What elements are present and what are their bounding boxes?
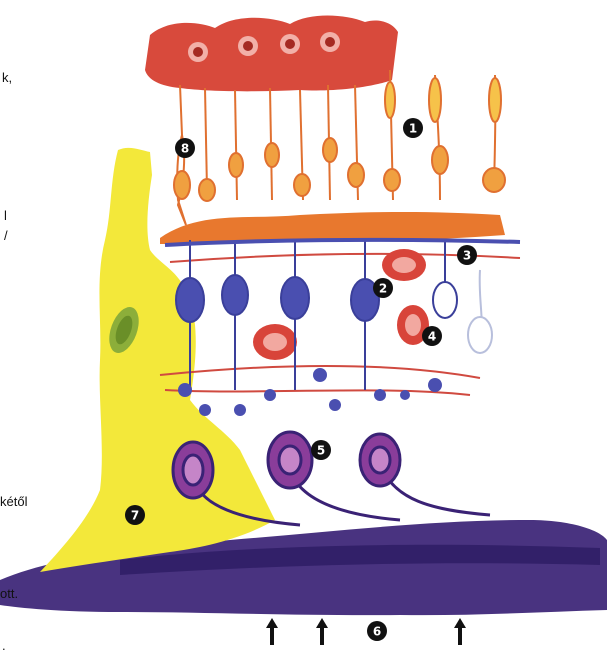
photoreceptor-layer bbox=[174, 70, 505, 225]
light-arrow-2 bbox=[316, 618, 328, 645]
outer-plexiform-blue-row bbox=[165, 240, 520, 245]
light-arrow-3 bbox=[454, 618, 466, 645]
horizontal-cell-layer bbox=[160, 254, 520, 395]
muller-glia-cell bbox=[40, 148, 275, 572]
text-fragment-2: l bbox=[4, 208, 7, 223]
light-arrow-1 bbox=[266, 618, 278, 645]
marker-8: 8 bbox=[175, 138, 195, 158]
svg-text:1: 1 bbox=[409, 122, 417, 136]
marker-2: 2 bbox=[373, 278, 393, 298]
svg-text:2: 2 bbox=[379, 282, 387, 296]
amacrine-cell-4-nucleus bbox=[405, 314, 421, 336]
light-arrows bbox=[266, 618, 466, 645]
text-fragment-6: . bbox=[2, 638, 6, 653]
pigment-epithelium bbox=[145, 16, 398, 92]
marker-7: 7 bbox=[125, 505, 145, 525]
text-fragment-5: ott. bbox=[0, 586, 18, 601]
svg-text:8: 8 bbox=[181, 142, 189, 156]
marker-5: 5 bbox=[311, 440, 331, 460]
amacrine-cell-nucleus bbox=[263, 333, 287, 351]
text-fragment-4: kétől bbox=[0, 494, 27, 509]
svg-text:5: 5 bbox=[317, 444, 325, 458]
marker-1: 1 bbox=[403, 118, 423, 138]
svg-text:7: 7 bbox=[131, 509, 139, 523]
svg-text:6: 6 bbox=[373, 625, 381, 639]
marker-4: 4 bbox=[422, 326, 442, 346]
svg-text:4: 4 bbox=[428, 330, 436, 344]
svg-text:3: 3 bbox=[463, 249, 471, 263]
marker-3: 3 bbox=[457, 245, 477, 265]
horizontal-cell-2-nucleus bbox=[392, 257, 416, 273]
text-fragment-3: / bbox=[4, 228, 8, 243]
marker-6: 6 bbox=[367, 621, 387, 641]
bipolar-cell-layer bbox=[176, 240, 492, 390]
text-fragment-1: k, bbox=[2, 70, 12, 85]
